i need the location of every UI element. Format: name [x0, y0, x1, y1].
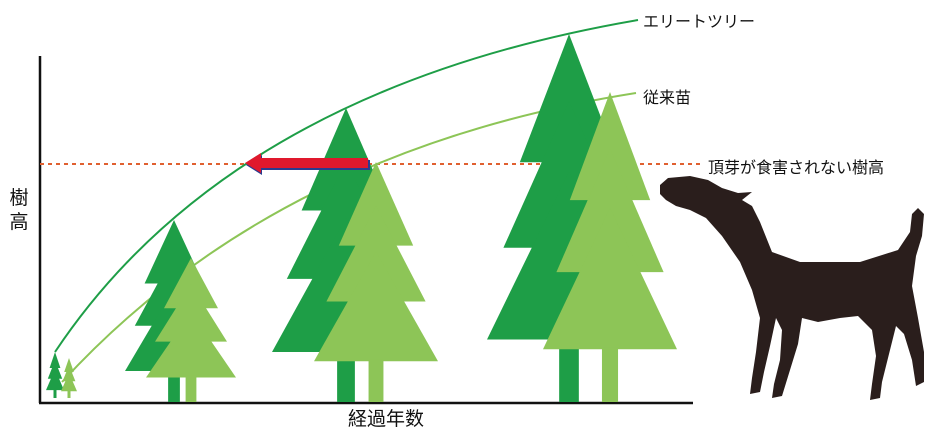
tree-trunk [337, 350, 355, 402]
elite-tree-label: エリートツリー [643, 12, 756, 31]
x-axis-label: 経過年数 [348, 408, 425, 430]
tree-tier [146, 311, 236, 378]
tree-trunk [185, 375, 197, 402]
tree-tier [519, 34, 619, 163]
tree-group-4 [487, 34, 677, 402]
elite-tree-curve [54, 19, 639, 353]
tree-trunk [168, 369, 180, 402]
tree-group-1 [46, 352, 77, 398]
conventional-tree-3 [314, 162, 438, 402]
tree-tier [314, 251, 438, 362]
tree-tier [46, 369, 64, 391]
conventional-tree-4 [543, 92, 677, 402]
tree-tier [338, 162, 414, 246]
tree-trunk [601, 347, 619, 402]
threshold-label: 頂芽が食害されない樹高 [708, 158, 885, 177]
tree-group-3 [272, 108, 438, 402]
conventional-tree-2 [146, 258, 236, 402]
tree-tier [61, 372, 77, 392]
tree-tier [543, 207, 677, 350]
conventional-seedling-label: 従来苗 [643, 88, 692, 107]
tree-trunk [53, 388, 57, 398]
tree-tier [49, 352, 61, 369]
tree-tier [569, 92, 651, 201]
elite-tree-small [46, 352, 64, 398]
y-axis-label: 樹 高 [9, 187, 29, 233]
tree-group-2 [125, 220, 236, 402]
tree-trunk [368, 359, 384, 402]
tree-tier [164, 258, 218, 309]
tree-trunk [559, 337, 579, 402]
tree-trunk [67, 389, 71, 398]
conventional-tree-small [61, 358, 77, 398]
tree-tier [64, 358, 74, 372]
time-shortening-arrow [245, 153, 370, 175]
deer-silhouette [660, 176, 924, 400]
